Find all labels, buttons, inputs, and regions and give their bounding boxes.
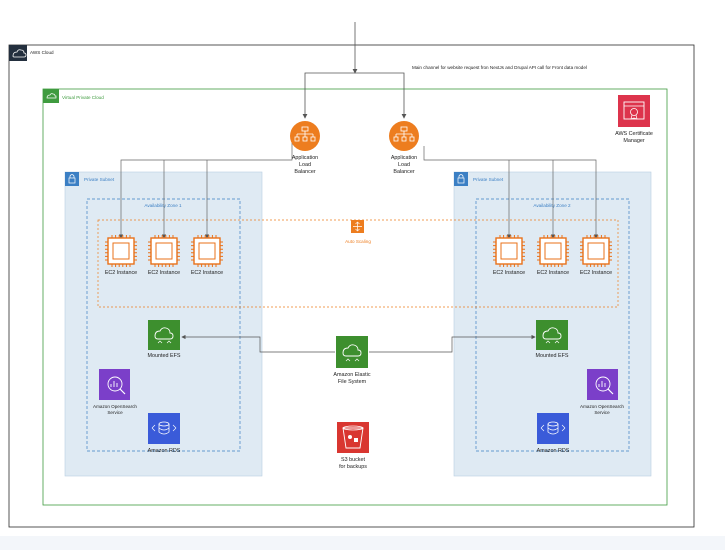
ec2-instance-icon [105,235,137,267]
bottom-strip [0,536,725,550]
certificate-manager-icon [618,95,650,127]
s3-label-2: for backups [339,464,367,470]
opensearch-left-label-1: Amazon OpenSearch [93,404,137,409]
efs-right-connection [369,334,536,353]
ec2-instance-label: EC2 Instance [105,270,137,276]
split-to-right-alb [355,72,407,119]
opensearch-icon [99,369,130,400]
alb-left-label-3: Balancer [294,169,315,175]
availability-zone-1-label: Availability Zone 1 [144,203,182,208]
ec2-instance-label: EC2 Instance [580,270,612,276]
private-subnet-right-label: Private Subnet [473,177,504,182]
auto-scaling-label: Auto Scaling [345,239,371,244]
opensearch-right-label-1: Amazon OpenSearch [580,404,624,409]
aws-cloud-label: AWS Cloud [30,50,54,55]
ec2-instance-icon [493,235,525,267]
ec2-instance-icon [148,235,180,267]
efs-center-label-1: Amazon Elastic [333,372,370,378]
efs-icon [536,320,568,350]
alb-right-label-1: Application [391,155,417,161]
ec2-instance-label: EC2 Instance [493,270,525,276]
availability-zone-1 [86,198,241,452]
acm-label-2: Manager [623,138,644,144]
ec2-instance-label: EC2 Instance [191,270,223,276]
vpc-boundary [42,88,668,506]
mounted-efs-left-label: Mounted EFS [148,353,181,359]
opensearch-icon [587,369,618,400]
load-balancer-icon [290,121,320,151]
ec2-instance-icon [537,235,569,267]
ec2-instance-icon [580,235,612,267]
load-balancer-icon [389,121,419,151]
alb-left-label-2: Load [299,162,311,168]
aws-cloud-boundary [8,44,695,528]
aws-cloud-icon [9,45,27,61]
availability-zone-2-label: Availability Zone 2 [533,203,571,208]
main-channel-note: Main channel for website request fron Ne… [412,65,587,70]
elastic-file-system-icon [336,336,368,368]
efs-left-connection [181,334,335,353]
ec2-instance-label: EC2 Instance [537,270,569,276]
vpc-icon [43,89,59,103]
split-to-left-alb [302,72,355,119]
s3-label-1: S3 bucket [341,457,365,463]
alb-left-label-1: Application [292,155,318,161]
alb-left-route [118,140,293,239]
alb-right-label-3: Balancer [393,169,414,175]
opensearch-right-label-2: Service [594,410,610,415]
acm-label-1: AWS Certificate [615,131,653,137]
rds-right-label: Amazon RDS [537,448,570,454]
alb-right-route [423,146,599,239]
lock-icon [65,172,79,186]
rds-icon [537,413,569,444]
vpc-label: Virtual Private Cloud [62,95,104,100]
rds-icon [148,413,180,444]
rds-left-label: Amazon RDS [148,448,181,454]
auto-scaling-icon [351,220,364,233]
mounted-efs-right-label: Mounted EFS [536,353,569,359]
efs-center-label-2: File System [338,379,367,385]
opensearch-left-label-2: Service [107,410,123,415]
ec2-instance-icon [191,235,223,267]
ec2-instance-label: EC2 Instance [148,270,180,276]
s3-bucket-icon [337,422,369,453]
private-subnet-left-label: Private Subnet [84,177,115,182]
efs-icon [148,320,180,350]
lock-icon [454,172,468,186]
availability-zone-2 [475,198,630,452]
alb-right-label-2: Load [398,162,410,168]
